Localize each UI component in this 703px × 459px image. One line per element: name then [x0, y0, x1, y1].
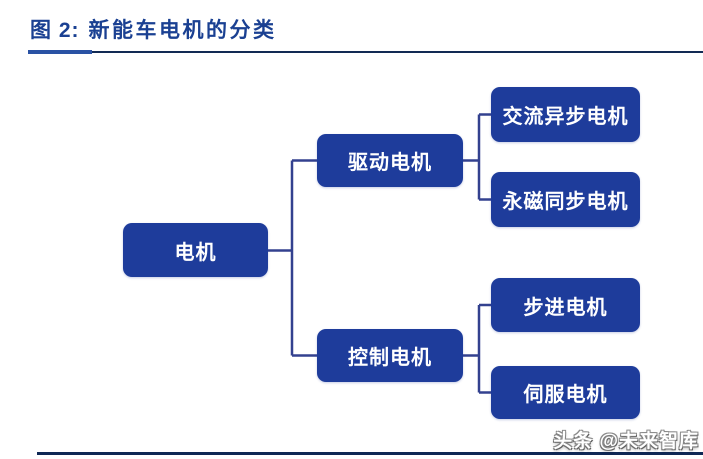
connector-root-trunk: [268, 159, 317, 357]
caption-accent-underline: [28, 50, 92, 54]
connector-drive-children: [463, 113, 491, 201]
figure-title: 新能车电机的分类: [88, 19, 277, 42]
node-motor: 电机: [123, 223, 268, 277]
node-motor-label: 电机: [174, 241, 217, 264]
node-control-motor-label: 控制电机: [348, 347, 432, 369]
node-permanent-magnet-synchronous-motor-label: 永磁同步电机: [502, 191, 629, 213]
figure-number: 图 2:: [30, 19, 80, 42]
figure-caption: 图 2: 新能车电机的分类: [30, 14, 277, 44]
node-drive-motor-label: 驱动电机: [348, 152, 432, 174]
node-servo-motor-label: 伺服电机: [523, 384, 608, 406]
node-permanent-magnet-synchronous-motor: 永磁同步电机: [491, 172, 640, 227]
node-stepper-motor-label: 步进电机: [523, 296, 608, 319]
connector-control-children: [463, 303, 491, 394]
footer-rule: [37, 452, 703, 455]
node-servo-motor: 伺服电机: [491, 366, 640, 419]
node-drive-motor: 驱动电机: [317, 134, 463, 187]
node-ac-asynchronous-motor: 交流异步电机: [491, 87, 640, 142]
node-ac-asynchronous-motor-label: 交流异步电机: [502, 106, 629, 128]
watermark: 头条 @未来智库: [553, 431, 699, 452]
node-stepper-motor: 步进电机: [491, 278, 640, 332]
node-control-motor: 控制电机: [317, 329, 463, 382]
header-rule: [28, 51, 703, 53]
